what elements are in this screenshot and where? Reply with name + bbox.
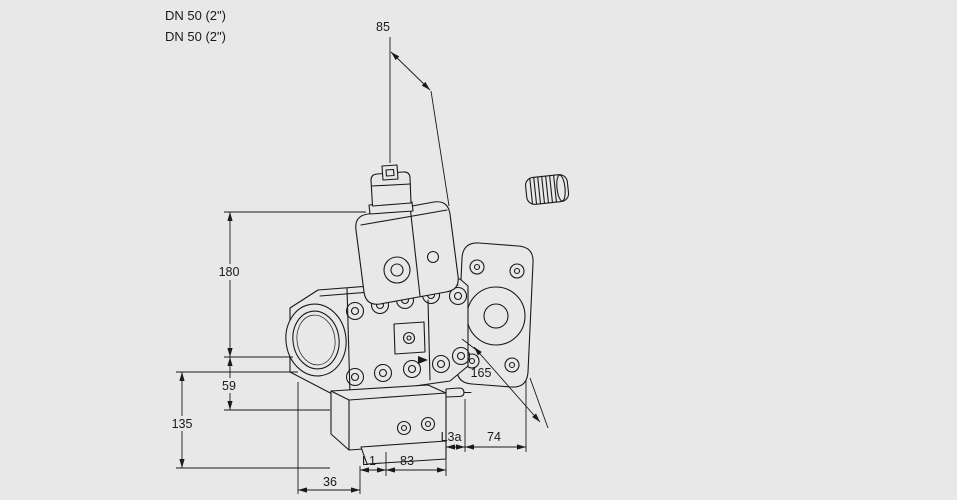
title-line-1: DN 50 (2") (165, 8, 226, 23)
coil-connector (381, 164, 399, 181)
bottom-block (330, 384, 472, 465)
pipe-opening (285, 303, 347, 377)
dim-label-74: 74 (487, 430, 501, 444)
dim-label-135: 135 (172, 417, 193, 431)
solenoid-coil (368, 164, 414, 215)
flow-direction-mark (418, 356, 428, 364)
actuator (355, 201, 459, 305)
dim-label-165: 165 (471, 366, 492, 380)
knurled-fitting (524, 174, 570, 205)
dimension-lines (165, 37, 549, 494)
dim-label-180: 180 (219, 265, 240, 279)
dim-label-36: 36 (323, 475, 337, 489)
title-line-2: DN 50 (2") (165, 29, 226, 44)
test-nipple (445, 387, 465, 398)
dim-label-85: 85 (376, 20, 390, 34)
dim-label-59: 59 (222, 379, 236, 393)
dim-label-l3a: L3a (441, 430, 462, 444)
dim-label-l1: L1 (362, 454, 376, 468)
dim-label-83: 83 (400, 454, 414, 468)
valve-body (285, 278, 471, 398)
labels: DN 50 (2") DN 50 (2") 85 180 59 135 165 … (165, 8, 501, 489)
